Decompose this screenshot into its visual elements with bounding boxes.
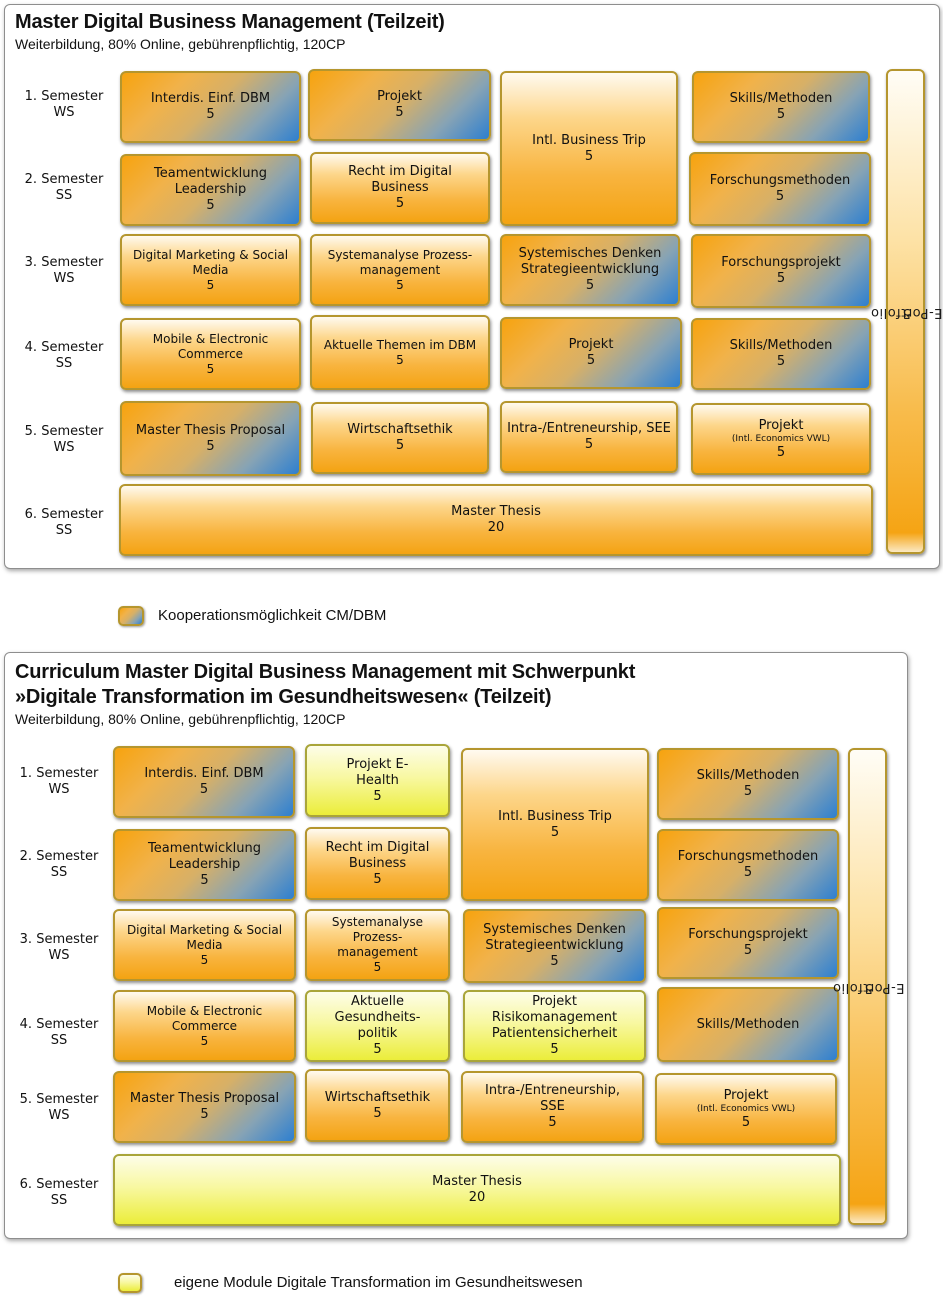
legend-swatch-own-modules xyxy=(118,1273,142,1293)
panel-1-subtitle: Weiterbildung, 80% Online, gebührenpflic… xyxy=(15,36,346,52)
legend-label-own-modules: eigene Module Digitale Transformation im… xyxy=(174,1274,583,1291)
module-box: Projekt(Intl. Economics VWL)5 xyxy=(655,1073,837,1145)
legend-swatch-cooperation xyxy=(118,606,144,626)
module-box: Systemisches Denken Strategieentwicklung… xyxy=(500,234,680,306)
curriculum-panel-1: Master Digital Business Management (Teil… xyxy=(4,4,941,569)
module-box: Projekt(Intl. Economics VWL)5 xyxy=(691,403,871,475)
module-box: Projekt Risikomanagement Patientensicher… xyxy=(463,990,646,1062)
panel-1-title: Master Digital Business Management (Teil… xyxy=(15,11,445,33)
module-box: Skills/Methoden xyxy=(657,987,839,1062)
panel-2-title-line-1: Curriculum Master Digital Business Manag… xyxy=(15,661,636,683)
eportfolio-box: E-Portfolio 5 xyxy=(832,748,903,1225)
eportfolio-box: E-Portfolio 5 xyxy=(870,69,941,554)
module-box: Systemisches Denken Strategieentwicklung… xyxy=(463,909,646,983)
panel-2-title-line-2: »Digitale Transformation im Gesundheitsw… xyxy=(15,686,552,708)
curriculum-panel-2: Curriculum Master Digital Business Manag… xyxy=(4,652,908,1239)
panel-2-subtitle: Weiterbildung, 80% Online, gebührenpflic… xyxy=(15,711,346,727)
legend-label-cooperation: Kooperationsmöglichkeit CM/DBM xyxy=(158,607,387,624)
